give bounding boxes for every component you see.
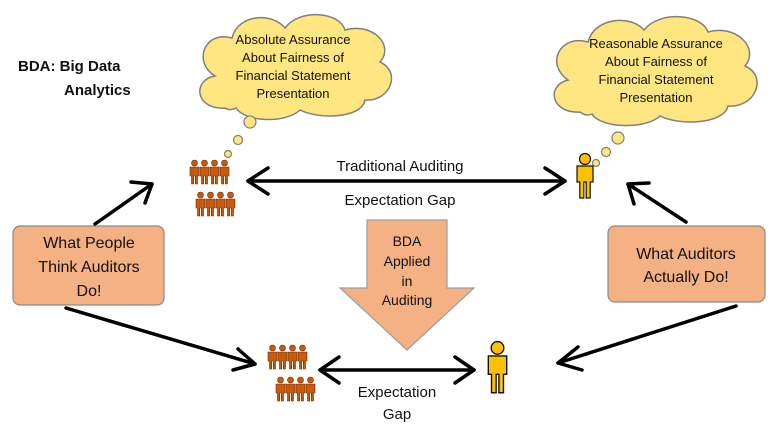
left-cloud-line-1: Absolute Assurance xyxy=(236,32,351,47)
what-people-think-box: What People Think Auditors Do! xyxy=(12,225,165,306)
bda-arrow-line-3: in xyxy=(402,273,413,289)
right-thought-cloud: Reasonable Assurance About Fairness of F… xyxy=(553,16,758,168)
bda-arrow-line-4: Auditing xyxy=(382,292,433,308)
left-cloud-line-2: About Fairness of xyxy=(242,50,344,65)
left-thought-cloud: Absolute Assurance About Fairness of Fin… xyxy=(199,14,393,159)
bda-arrow-line-2: Applied xyxy=(384,253,431,269)
expectation-gap-label-bottom-line-2: Gap xyxy=(383,406,411,423)
left-down-arrow xyxy=(64,306,257,372)
left-up-arrow xyxy=(93,180,154,226)
public-group-icon-bottom xyxy=(267,344,316,402)
left-cloud-line-3: Financial Statement xyxy=(236,68,351,83)
left-box-line-1: What People xyxy=(43,235,135,252)
right-cloud-line-2: About Fairness of xyxy=(605,54,707,69)
left-box-line-2: Think Auditors xyxy=(38,259,139,276)
left-box-line-3: Do! xyxy=(77,283,102,300)
right-box-line-2: Actually Do! xyxy=(643,269,728,286)
right-cloud-line-1: Reasonable Assurance xyxy=(589,36,723,51)
traditional-auditing-label: Traditional Auditing xyxy=(336,158,463,175)
what-auditors-do-box: What Auditors Actually Do! xyxy=(607,225,766,303)
public-group-icon-top xyxy=(189,159,236,217)
bda-applied-arrow: BDA Applied in Auditing xyxy=(338,219,476,351)
expectation-gap-label-top: Expectation Gap xyxy=(345,192,456,209)
bda-arrow-line-1: BDA xyxy=(393,233,422,249)
right-box-line-1: What Auditors xyxy=(636,246,736,263)
left-cloud-line-4: Presentation xyxy=(257,86,330,101)
auditor-icon-bottom xyxy=(487,340,508,394)
auditor-icon-top xyxy=(576,152,594,199)
right-down-arrow xyxy=(556,304,738,372)
traditional-gap-arrow xyxy=(246,166,567,196)
legend-line-1: BDA: Big Data xyxy=(18,58,121,75)
legend-line-2: Analytics xyxy=(64,82,131,99)
right-cloud-line-4: Presentation xyxy=(620,90,693,105)
right-cloud-line-3: Financial Statement xyxy=(599,72,714,87)
expectation-gap-arrow xyxy=(318,355,476,385)
right-up-arrow xyxy=(626,181,688,224)
expectation-gap-label-bottom-line-1: Expectation xyxy=(358,384,436,401)
